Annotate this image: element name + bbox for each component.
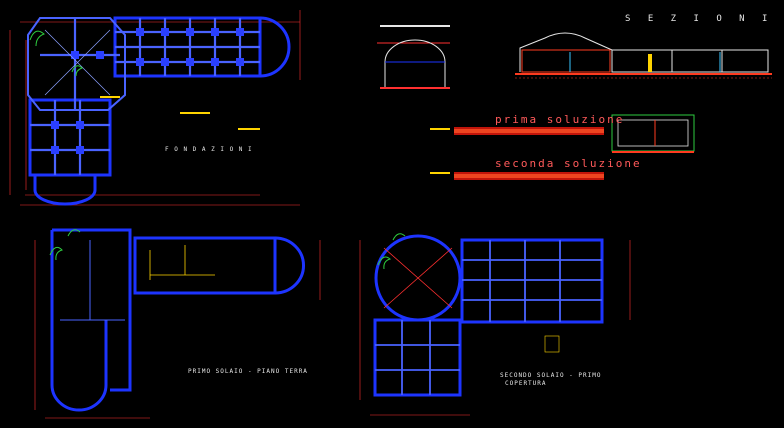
second-floor-plan (359, 233, 631, 416)
second-floor-title-line2: COPERTURA (505, 380, 547, 387)
second-solution-label: seconda soluzione (495, 157, 642, 170)
second-floor-title-line1: SECONDO SOLAIO - PRIMO (500, 372, 602, 379)
first-floor-title: PRIMO SOLAIO - PIANO TERRA (188, 368, 308, 375)
foundation-plan (9, 10, 301, 206)
arch-detail (377, 25, 450, 89)
foundation-title: F O N D A Z I O N I (165, 146, 253, 153)
sections-title: S E Z I O N I (625, 14, 774, 24)
first-floor-plan (34, 228, 321, 419)
sections-drawing (515, 32, 772, 153)
solution-bars (430, 127, 604, 180)
first-solution-label: prima soluzione (495, 113, 625, 126)
